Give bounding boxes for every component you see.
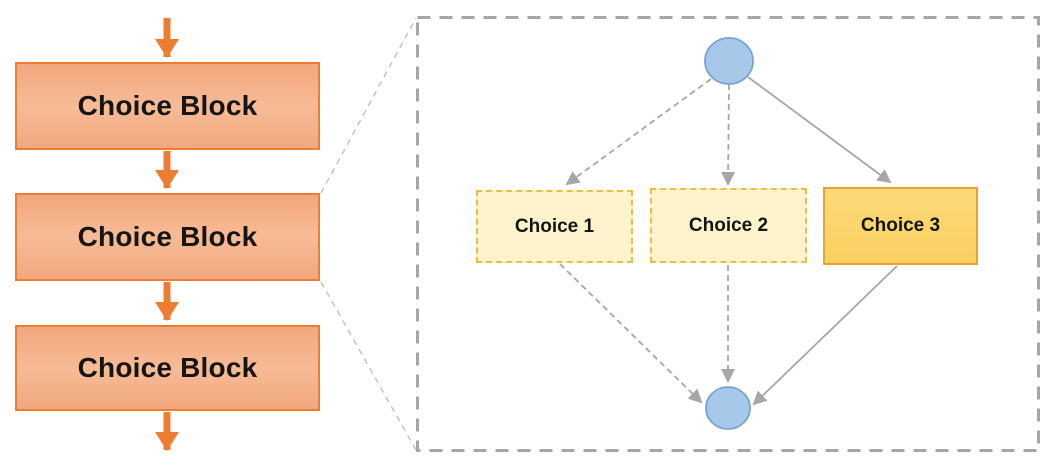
edge-entry-to-choice2 (721, 83, 736, 186)
edge-entry-to-choice3 (747, 76, 892, 184)
entry-node (704, 37, 754, 85)
flow-block-1: Choice Block (15, 62, 320, 150)
choice-3-label: Choice 3 (860, 215, 941, 236)
choice-2-label: Choice 2 (688, 214, 769, 236)
flow-block-2: Choice Block (15, 193, 320, 281)
flow-block-3: Choice Block (15, 325, 320, 411)
expansion-guide-bottom (320, 281, 417, 451)
choice-1-label: Choice 1 (514, 215, 595, 237)
edge-entry-to-choice1 (565, 78, 712, 186)
edge-choice3-to-exit (752, 265, 898, 406)
detail-panel-border (416, 16, 1040, 452)
edge-choice1-to-exit (559, 263, 703, 404)
choice-1-box: Choice 1 (476, 190, 633, 263)
expansion-guide-top (320, 17, 417, 194)
choice-3-box: Choice 3 (823, 187, 978, 265)
flow-block-2-label: Choice Block (77, 221, 258, 252)
exit-node (705, 386, 751, 430)
choice-2-box: Choice 2 (650, 188, 807, 263)
flow-block-3-label: Choice Block (77, 352, 258, 383)
flow-block-1-label: Choice Block (77, 90, 258, 121)
